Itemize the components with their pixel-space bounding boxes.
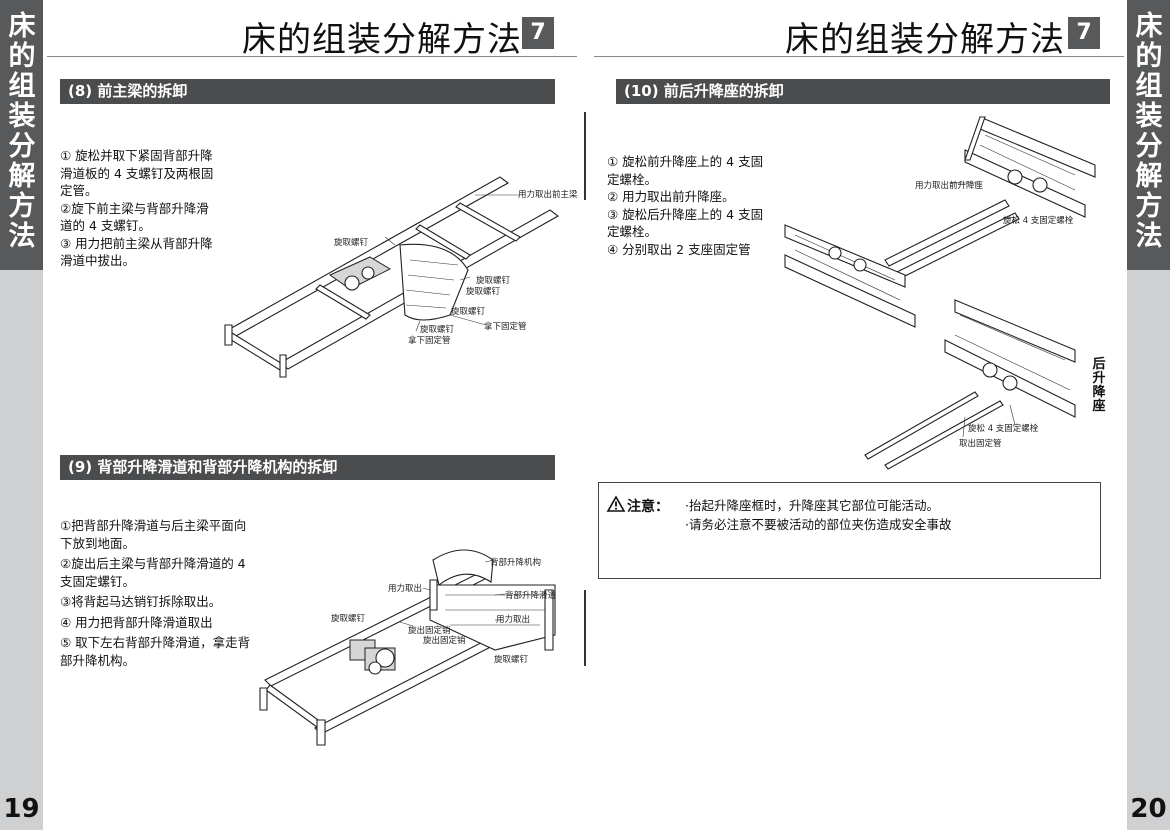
label-back-slide: 背部升降滑道 <box>505 591 557 601</box>
label-pull-out-1: 用力取出 <box>388 584 423 594</box>
label-take-tube-1: 拿下固定管 <box>484 322 527 332</box>
right-side-strip <box>1127 270 1170 830</box>
section9-steps: ①把背部升降滑道与后主梁平面向下放到地面。②旋出后主梁与背部升降滑道的 4 支固… <box>60 518 251 668</box>
label-screw-4: 旋取螺钉 <box>451 307 486 317</box>
label-pull-front-seat: 用力取出前升降座 <box>915 181 984 191</box>
section8-heading: (8) 前主梁的拆卸 <box>60 79 555 104</box>
section9-heading: (9) 背部升降滑道和背部升降机构的拆卸 <box>60 455 555 480</box>
right-side-tab <box>1127 0 1170 270</box>
label-take-tube-2: 拿下固定管 <box>408 336 451 346</box>
page-title-right: 床的组装分解方法 <box>785 20 1065 60</box>
label-screw-2: 旋取螺钉 <box>476 276 511 286</box>
column-rule-top <box>584 112 586 200</box>
left-side-tab <box>0 0 43 270</box>
label-pin-2: 旋出固定销 <box>423 636 466 646</box>
label-pull-out-2: 用力取出 <box>496 615 531 625</box>
label-back-mechanism: 背部升降机构 <box>490 558 542 568</box>
page-number-right: 20 <box>1130 794 1167 824</box>
column-rule-bottom <box>584 590 586 666</box>
label-screw-9-1: 旋取螺钉 <box>331 614 366 624</box>
back-slide-mechanism-diagram <box>259 549 556 746</box>
chapter-badge-left: 7 <box>522 17 554 49</box>
label-rear-seat: 后升降座 <box>1092 357 1106 414</box>
page-number-left: 19 <box>3 794 40 824</box>
header-rule-right <box>594 56 1124 57</box>
label-loosen-bolts-2: 旋松 4 支固定螺栓 <box>968 424 1039 434</box>
label-loosen-bolts-1: 旋松 4 支固定螺栓 <box>1003 216 1074 226</box>
label-pin-1: 旋出固定销 <box>408 626 451 636</box>
chapter-badge-right: 7 <box>1068 17 1100 49</box>
lift-seat-diagram <box>784 116 1096 470</box>
left-side-strip <box>0 270 43 830</box>
left-vertical-title: 床的 组装 分解 方法 <box>8 11 36 252</box>
right-vertical-title: 床的 组装 分解 方法 <box>1135 11 1163 252</box>
label-screw-3: 旋取螺钉 <box>466 287 501 297</box>
section10-steps: ① 旋松前升降座上的 4 支固定螺栓。 ② 用力取出前升降座。③ 旋松后升降座上… <box>607 154 764 257</box>
label-screw-9-2: 旋取螺钉 <box>494 655 529 665</box>
front-main-beam-diagram <box>224 176 560 378</box>
warning-label: 注意： <box>627 499 669 515</box>
header-rule-left <box>47 56 577 57</box>
warning-triangle-icon <box>606 495 626 512</box>
label-screw-5: 旋取螺钉 <box>420 325 455 335</box>
warning-text: ·抬起升降座框时，升降座其它部位可能活动。 ·请务必注意不要被活动的部位夹伤造成… <box>685 498 952 532</box>
section8-steps: ① 旋松并取下紧固背部升降滑道板的 4 支螺钉及两根固 定管。②旋下前主梁与背部… <box>60 148 214 268</box>
section10-heading: (10) 前后升降座的拆卸 <box>616 79 1110 104</box>
label-pull-front-beam: 用力取出前主梁 <box>518 190 578 200</box>
warning-box: 注意： ·抬起升降座框时，升降座其它部位可能活动。 ·请务必注意不要被活动的部位… <box>598 482 1101 579</box>
label-screw-1: 旋取螺钉 <box>334 238 369 248</box>
label-take-tube: 取出固定管 <box>959 439 1002 449</box>
page-title-left: 床的组装分解方法 <box>242 20 522 60</box>
